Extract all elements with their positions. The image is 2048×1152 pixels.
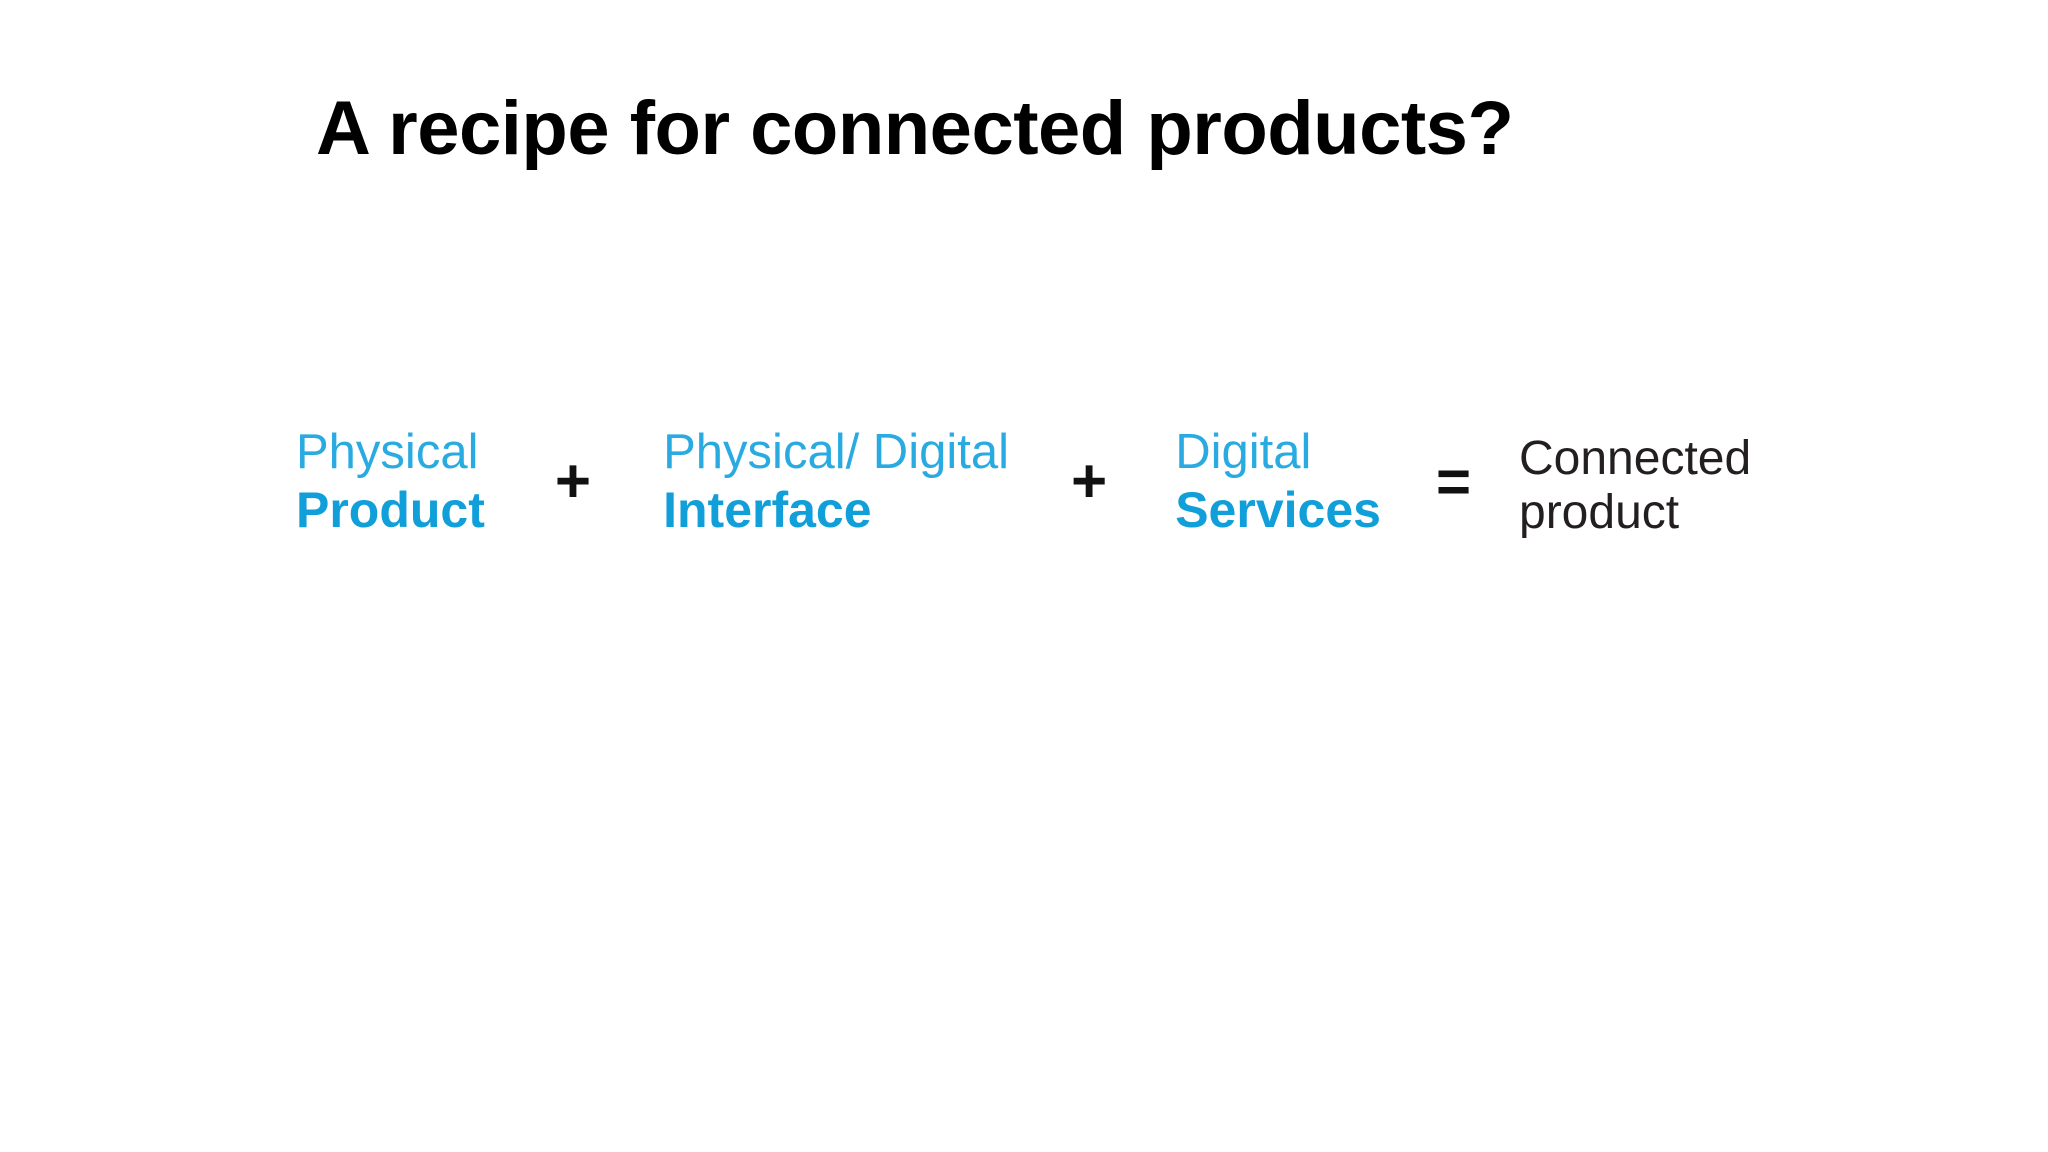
formula-term-interface: Physical/ Digital Interface xyxy=(663,425,1009,538)
formula-term-product: Physical Product xyxy=(296,425,485,538)
plus-operator-icon: + xyxy=(1070,447,1108,516)
term-product-label: Product xyxy=(296,482,485,538)
term-services-label: Services xyxy=(1175,482,1381,538)
term-interface-qualifier: Physical/ Digital xyxy=(663,425,1009,479)
formula-term-services: Digital Services xyxy=(1175,425,1381,538)
formula-result: Connected product xyxy=(1519,428,1751,540)
page-title: A recipe for connected products? xyxy=(316,85,1514,171)
term-product-qualifier: Physical xyxy=(296,425,479,479)
plus-operator-icon: + xyxy=(554,447,592,516)
result-line-2: product xyxy=(1519,485,1680,539)
recipe-formula: Physical Product + Physical/ Digital Int… xyxy=(296,428,1751,578)
result-line-1: Connected xyxy=(1519,432,1752,485)
term-interface-label: Interface xyxy=(663,482,872,538)
equals-operator-icon: = xyxy=(1435,448,1471,515)
term-services-qualifier: Digital xyxy=(1175,425,1312,479)
